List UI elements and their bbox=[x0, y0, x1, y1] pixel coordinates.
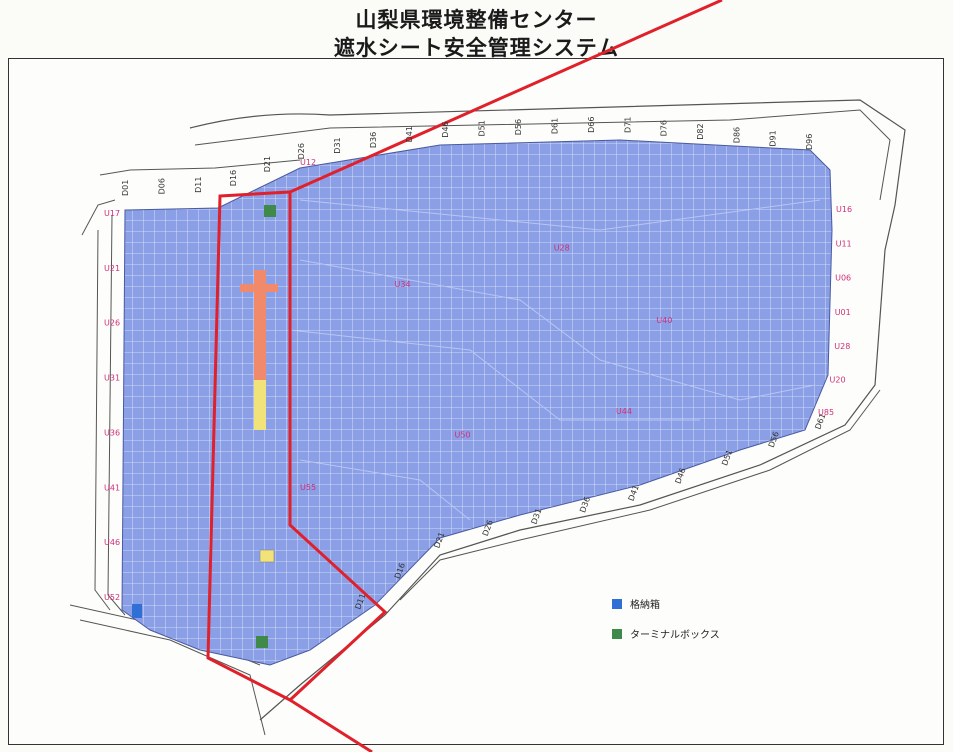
point-label: D11 bbox=[194, 177, 203, 193]
point-label: U17 bbox=[104, 209, 120, 218]
storage-box-marker bbox=[132, 604, 142, 618]
point-label: D31 bbox=[333, 137, 342, 153]
point-label: U11 bbox=[836, 239, 852, 248]
point-label: D21 bbox=[263, 156, 272, 172]
point-label: U44 bbox=[616, 407, 632, 416]
point-label: U16 bbox=[836, 205, 852, 214]
embankment-outline bbox=[189, 99, 906, 721]
slope-line bbox=[289, 329, 700, 421]
slope-line bbox=[299, 199, 821, 231]
pipe-orange bbox=[254, 270, 266, 380]
pipe-orange-cross bbox=[240, 284, 278, 292]
point-label: D36 bbox=[369, 132, 378, 148]
embankment-outline bbox=[194, 109, 891, 201]
point-label: D01 bbox=[121, 180, 130, 196]
point-label: D71 bbox=[623, 117, 632, 133]
point-label: D06 bbox=[157, 178, 166, 194]
embankment-outline bbox=[99, 159, 301, 176]
point-label: U28 bbox=[834, 342, 850, 351]
legend-swatch-storage-box bbox=[612, 599, 622, 609]
point-label: U12 bbox=[300, 158, 316, 167]
point-label: D41 bbox=[405, 126, 414, 142]
slope-line bbox=[299, 459, 471, 521]
point-label: U85 bbox=[818, 408, 834, 417]
point-label: U20 bbox=[830, 376, 846, 385]
point-label: D16 bbox=[229, 170, 238, 186]
point-label: U21 bbox=[104, 264, 120, 273]
box-yellow bbox=[259, 549, 275, 563]
terminal-box-marker bbox=[256, 636, 268, 648]
embankment-outline bbox=[399, 389, 881, 601]
terminal-box-marker bbox=[264, 205, 276, 217]
page-title-line-1: 山梨県環境整備センター bbox=[355, 8, 598, 32]
embankment-outline bbox=[81, 199, 116, 236]
point-label: D46 bbox=[441, 121, 450, 137]
point-label: U46 bbox=[104, 538, 120, 547]
point-label: D96 bbox=[805, 134, 814, 150]
point-label: D82 bbox=[696, 123, 705, 139]
page-title-line-2: 遮水シート安全管理システム bbox=[333, 36, 620, 60]
point-label: U31 bbox=[104, 374, 120, 383]
legend-label-storage-box: 格納箱 bbox=[630, 598, 660, 611]
point-label: U50 bbox=[455, 430, 471, 439]
point-label: U01 bbox=[835, 308, 851, 317]
point-label: D51 bbox=[478, 120, 487, 136]
point-label: D26 bbox=[297, 143, 306, 159]
embankment-outline bbox=[94, 229, 111, 611]
point-label: D86 bbox=[732, 127, 741, 143]
point-label: U36 bbox=[104, 428, 120, 437]
point-label: U26 bbox=[104, 319, 120, 328]
embankment-outline bbox=[107, 214, 126, 616]
point-label: D76 bbox=[660, 120, 669, 136]
point-label: D66 bbox=[587, 117, 596, 133]
point-label: U40 bbox=[656, 316, 672, 325]
liner-sheet-area bbox=[121, 139, 833, 666]
point-label: U34 bbox=[395, 280, 411, 289]
point-label: U28 bbox=[554, 244, 570, 253]
slope-line bbox=[299, 259, 816, 401]
point-label: U52 bbox=[104, 593, 120, 602]
point-label: D61 bbox=[551, 118, 560, 134]
legend-label-terminal-box: ターミナルボックス bbox=[630, 629, 720, 641]
legend: 格納箱 ターミナルボックス bbox=[612, 598, 720, 641]
point-label: D91 bbox=[769, 130, 778, 146]
point-label: D61 bbox=[813, 412, 827, 430]
legend-swatch-terminal-box bbox=[612, 629, 622, 639]
point-label: U55 bbox=[300, 483, 316, 492]
point-label: U06 bbox=[835, 274, 851, 283]
pipe-yellow bbox=[254, 380, 266, 430]
highlight-leader-top bbox=[289, 0, 723, 194]
highlight-leader-bottom bbox=[289, 698, 373, 752]
point-label: U41 bbox=[104, 483, 120, 492]
point-label: D56 bbox=[514, 119, 523, 135]
